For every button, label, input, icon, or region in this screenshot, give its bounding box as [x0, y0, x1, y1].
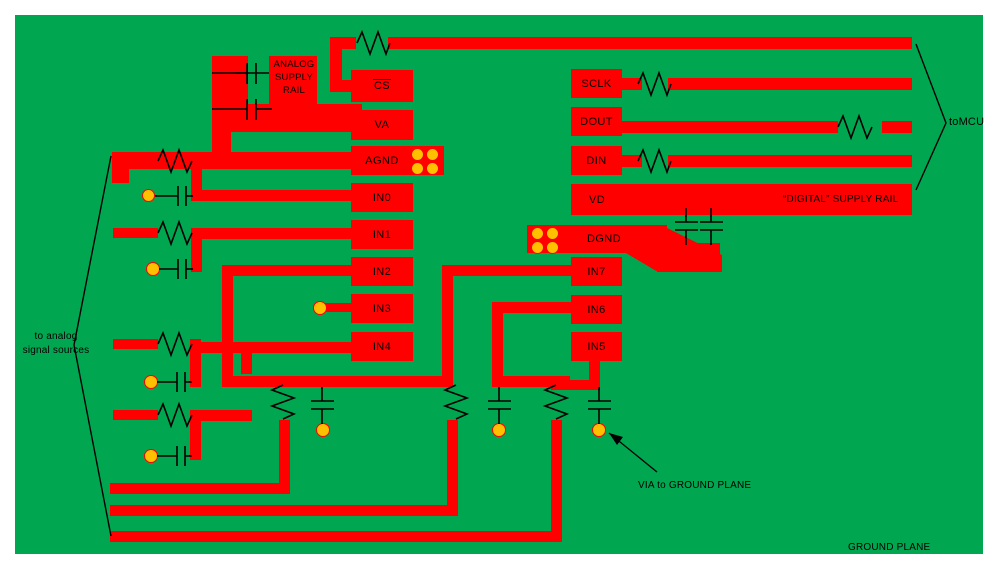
pad-in1[interactable]: IN1 [351, 220, 413, 249]
trace-sclk-out [668, 78, 912, 90]
analog-supply-rail-label: ANALOG SUPPLY RAIL [273, 59, 315, 96]
trace-bottom-bus-1-vert [279, 420, 290, 494]
via-to-ground-plane-label: VIA to GROUND PLANE [638, 480, 752, 491]
trace-ch5-input-stub [113, 410, 158, 420]
via-cap-left [316, 423, 330, 437]
trace-bottom-bus-2-vert [447, 420, 458, 516]
pad-din-label: DIN [586, 154, 607, 167]
pad-agnd[interactable]: AGND [351, 146, 413, 175]
via-ch4 [144, 375, 158, 389]
pad-vd[interactable]: VD [571, 184, 912, 215]
trace-ch5-vert [190, 410, 201, 460]
trace-in6-horiz [492, 302, 572, 313]
pad-dgnd-label: DGND [587, 233, 621, 245]
pad-in3[interactable]: IN3 [351, 294, 413, 323]
pad-in7[interactable]: IN7 [571, 257, 622, 286]
pad-in1-label: IN1 [372, 228, 392, 241]
pad-in7-label: IN7 [587, 265, 606, 278]
via-ch0 [142, 189, 155, 202]
trace-din-stub [622, 155, 642, 167]
trace-sclk-stub [622, 78, 642, 90]
trace-in5-bottom [551, 380, 600, 390]
via-cap-mid [492, 423, 506, 437]
pad-din[interactable]: DIN [571, 146, 622, 175]
via-ch5 [144, 449, 158, 463]
trace-ch2-to-in2 [222, 265, 353, 276]
to-mcu-label: toMCU [949, 116, 985, 128]
trace-ch5-horiz [190, 410, 252, 421]
trace-bottom-bus-2 [110, 505, 458, 516]
trace-dout-out [882, 121, 912, 133]
trace-bottom-bus-3 [110, 531, 562, 542]
trace-ch4-horiz-a [190, 342, 252, 353]
trace-bottom-bus-1 [110, 483, 290, 494]
trace-ch0-vert [191, 156, 202, 198]
via-in3 [313, 301, 327, 315]
pad-in0[interactable]: IN0 [351, 183, 413, 212]
digital-supply-rail-label: “DIGITAL” SUPPLY RAIL [783, 194, 899, 205]
pad-va-label: VA [374, 119, 390, 131]
pad-in5-label: IN5 [587, 340, 606, 353]
ground-plane-label: GROUND PLANE [848, 542, 931, 553]
trace-ch2-vert [222, 265, 233, 387]
trace-in5-stub-vert [589, 360, 600, 390]
trace-ch4-input-stub [113, 339, 158, 349]
trace-in7-horiz [442, 265, 572, 276]
trace-ch1-to-in1 [191, 228, 353, 239]
pad-cs-label: CS [372, 78, 392, 92]
pad-cs[interactable]: CS [351, 70, 413, 102]
pad-dout-label: DOUT [580, 115, 613, 128]
pad-vd-label: VD [589, 193, 606, 206]
pad-sclk[interactable]: SCLK [571, 69, 622, 98]
trace-ch0-to-in0 [191, 190, 353, 201]
trace-ch3-via-stub [322, 303, 353, 312]
via-cap-right [592, 423, 606, 437]
pad-va[interactable]: VA [351, 110, 413, 140]
pad-in0-label: IN0 [372, 191, 392, 204]
pad-in6[interactable]: IN6 [571, 295, 622, 324]
trace-ch4-vert [190, 339, 201, 387]
pad-agnd-label: AGND [365, 154, 399, 167]
trace-dout-run [622, 121, 838, 133]
pad-dout[interactable]: DOUT [571, 107, 622, 136]
trace-ch0-cap-stub [191, 190, 202, 201]
trace-ch4-step-vert [241, 342, 252, 374]
trace-bottom-bus-3-vert [551, 420, 562, 542]
trace-cs-vert [330, 37, 342, 92]
trace-ch1-vert [191, 228, 202, 272]
pad-in3-label: IN3 [372, 302, 392, 315]
ground-plane-fill [15, 15, 983, 554]
trace-din-out [668, 155, 912, 167]
trace-cs-to-mcu [388, 37, 912, 49]
trace-in6-bottom [492, 376, 570, 387]
pad-in4[interactable]: IN4 [351, 332, 413, 361]
via-ch1 [146, 262, 160, 276]
trace-in7-riser-vert [442, 265, 453, 387]
pad-in2-label: IN2 [372, 265, 392, 278]
trace-ch4-to-in4 [241, 342, 353, 353]
trace-va-feeder-vert [212, 56, 231, 166]
trace-in7-bottom [293, 376, 453, 387]
pad-in6-label: IN6 [587, 303, 606, 316]
trace-ch0-input-stub [113, 156, 158, 166]
pad-in2[interactable]: IN2 [351, 257, 413, 286]
analog-supply-rail-block [269, 56, 317, 132]
trace-in6-riser-vert [492, 302, 503, 387]
to-analog-sources-label: to analog signal sources [22, 331, 90, 356]
pad-in5[interactable]: IN5 [571, 332, 622, 361]
pad-in4-label: IN4 [372, 340, 392, 353]
trace-ch1-input-stub [113, 228, 158, 238]
pad-sclk-label: SCLK [581, 77, 612, 90]
